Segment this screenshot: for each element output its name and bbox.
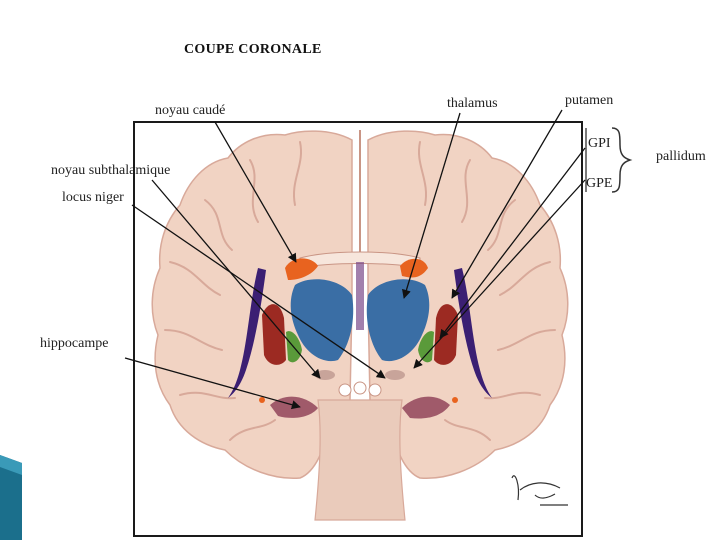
caudate-left [285, 258, 318, 280]
subthalamic-right [385, 370, 405, 380]
label-hippocampe: hippocampe [40, 336, 109, 351]
putamen-left [262, 304, 286, 365]
label-gpe: GPE [586, 176, 613, 191]
brain-section [151, 130, 569, 521]
pallidum-right [418, 331, 434, 363]
brainstem [314, 399, 406, 521]
label-noyau-subthalamique: noyau subthalamique [51, 163, 171, 178]
thalamus-left [290, 279, 354, 362]
arrow-subthalamique [151, 179, 321, 379]
arrow-thalamus [402, 112, 461, 299]
label-thalamus: thalamus [447, 96, 498, 111]
label-pallidum: pallidum [656, 149, 706, 164]
arrow-putamen [451, 109, 563, 299]
hippocampus-right [402, 396, 450, 419]
label-locus-niger: locus niger [62, 190, 124, 205]
pallidum-brace [611, 127, 633, 193]
septum [356, 262, 364, 330]
caudate-right [400, 258, 428, 278]
arrow-hippocampe [124, 357, 301, 410]
insula-left [228, 268, 266, 398]
label-putamen: putamen [565, 93, 614, 108]
illustration-frame [133, 121, 583, 537]
leader-arrows [124, 109, 586, 410]
arrow-locus-niger [131, 204, 386, 379]
label-noyau-caude: noyau caudé [155, 103, 226, 118]
slide-corner-accent [0, 455, 22, 540]
arrow-noyau-caude [214, 121, 297, 263]
label-gpi: GPI [588, 136, 611, 151]
diagram-title: COUPE CORONALE [184, 42, 322, 57]
putamen-right [434, 304, 458, 365]
thalamus-right [366, 279, 430, 362]
arrow-gpi [439, 147, 586, 339]
arrow-gpe [413, 179, 586, 369]
artist-signature [511, 475, 568, 506]
insula-right [454, 268, 492, 398]
